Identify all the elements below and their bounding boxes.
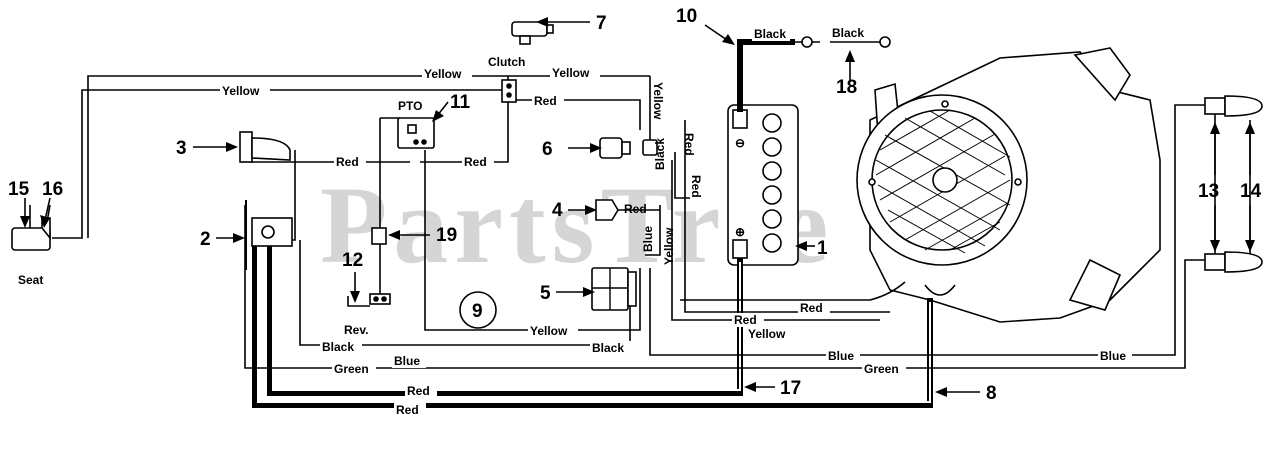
- wire-label-green-left: Green: [334, 362, 369, 376]
- reverse-switch: [347, 293, 391, 307]
- callout-number-8: 8: [986, 383, 997, 404]
- wire-label-red-engine-2: Red: [734, 313, 757, 327]
- wire-label-yellow-clutch: Yellow: [552, 66, 590, 80]
- clutch-label: Clutch: [488, 55, 525, 69]
- headlight-upper: [1204, 95, 1263, 117]
- fuel-solenoid: [599, 137, 658, 159]
- callout-number-17: 17: [780, 378, 801, 399]
- wire-label-red-8: Red: [396, 403, 419, 417]
- wire-label-blue-vert: Blue: [641, 226, 655, 252]
- rev-label: Rev.: [344, 323, 368, 337]
- callout-9: [459, 291, 497, 329]
- wire-label-yellow-top: Yellow: [424, 67, 462, 81]
- callout-number-2: 2: [200, 229, 211, 250]
- svg-text:⊖: ⊖: [735, 136, 745, 150]
- callout-number-9: 9: [472, 301, 483, 322]
- connector-3: [239, 131, 291, 163]
- callout-number-11: 11: [450, 92, 471, 113]
- wire-label-blue-right: Blue: [1100, 349, 1126, 363]
- callout-number-4: 4: [552, 200, 563, 221]
- pto-label: PTO: [398, 99, 422, 113]
- cable-10-negative: [737, 36, 891, 112]
- callout-number-5: 5: [540, 283, 551, 304]
- wire-label-red-vert-1: Red: [682, 133, 696, 156]
- wire-label-yellow-vert: Yellow: [651, 82, 665, 120]
- wire-label-red-3: Red: [336, 155, 359, 169]
- wire-label-blue-mid: Blue: [828, 349, 854, 363]
- wire-label-yellow-seat: Yellow: [222, 84, 260, 98]
- svg-text:⊕: ⊕: [735, 225, 745, 239]
- callout-number-3: 3: [176, 138, 187, 159]
- wire-label-black-relay: Black: [592, 341, 624, 355]
- wire-label-red-pto: Red: [464, 155, 487, 169]
- callout-number-6: 6: [542, 139, 553, 160]
- relay-5: [591, 267, 637, 311]
- wire-label-black-switch: Black: [322, 340, 354, 354]
- seat-label: Seat: [18, 273, 43, 287]
- wire-label-red-4: Red: [624, 202, 647, 216]
- wire-label-blue-left: Blue: [394, 354, 420, 368]
- callout-number-12: 12: [342, 250, 363, 271]
- callout-number-19: 19: [436, 225, 457, 246]
- wire-label-black-18: Black: [832, 26, 864, 40]
- wire-label-red-17: Red: [407, 384, 430, 398]
- connector-7: [511, 21, 554, 45]
- callout-number-18: 18: [836, 77, 857, 98]
- callout-number-1: 1: [817, 238, 828, 259]
- wire-label-yellow-pto: Yellow: [530, 324, 568, 338]
- ignition-switch: [245, 200, 293, 270]
- battery: ⊖ ⊕: [727, 104, 799, 266]
- wire-label-yellow-engine: Yellow: [748, 327, 786, 341]
- wire-label-green-right: Green: [864, 362, 899, 376]
- wire-label-red-vert-2: Red: [689, 175, 703, 198]
- wire-label-yellow-vert-2: Yellow: [662, 227, 676, 265]
- callout-number-7: 7: [596, 13, 607, 34]
- callout-number-14: 14: [1240, 181, 1262, 202]
- callout-number-13: 13: [1198, 181, 1219, 202]
- headlight-lower: [1204, 251, 1263, 273]
- starter-solenoid-terminal: [924, 284, 956, 296]
- callout-arrows: [20, 17, 1255, 397]
- wire-label-red-clutch: Red: [534, 94, 557, 108]
- connector-19: [371, 227, 387, 245]
- wire-label-red-engine-1: Red: [800, 301, 823, 315]
- clutch-switch: [501, 79, 517, 103]
- pto-switch: [397, 117, 435, 149]
- callout-number-15: 15: [8, 179, 30, 200]
- wire-label-black-vert: Black: [653, 138, 667, 170]
- diode-4: [595, 199, 619, 221]
- wire-label-black-10: Black: [754, 27, 786, 41]
- cable-8-starter: [252, 228, 933, 408]
- callout-number-10: 10: [676, 6, 697, 27]
- wire-labels: Black Black Yellow Yellow Yellow Red Red…: [220, 26, 1132, 417]
- callout-number-16: 16: [42, 179, 63, 200]
- engine: [856, 47, 1161, 323]
